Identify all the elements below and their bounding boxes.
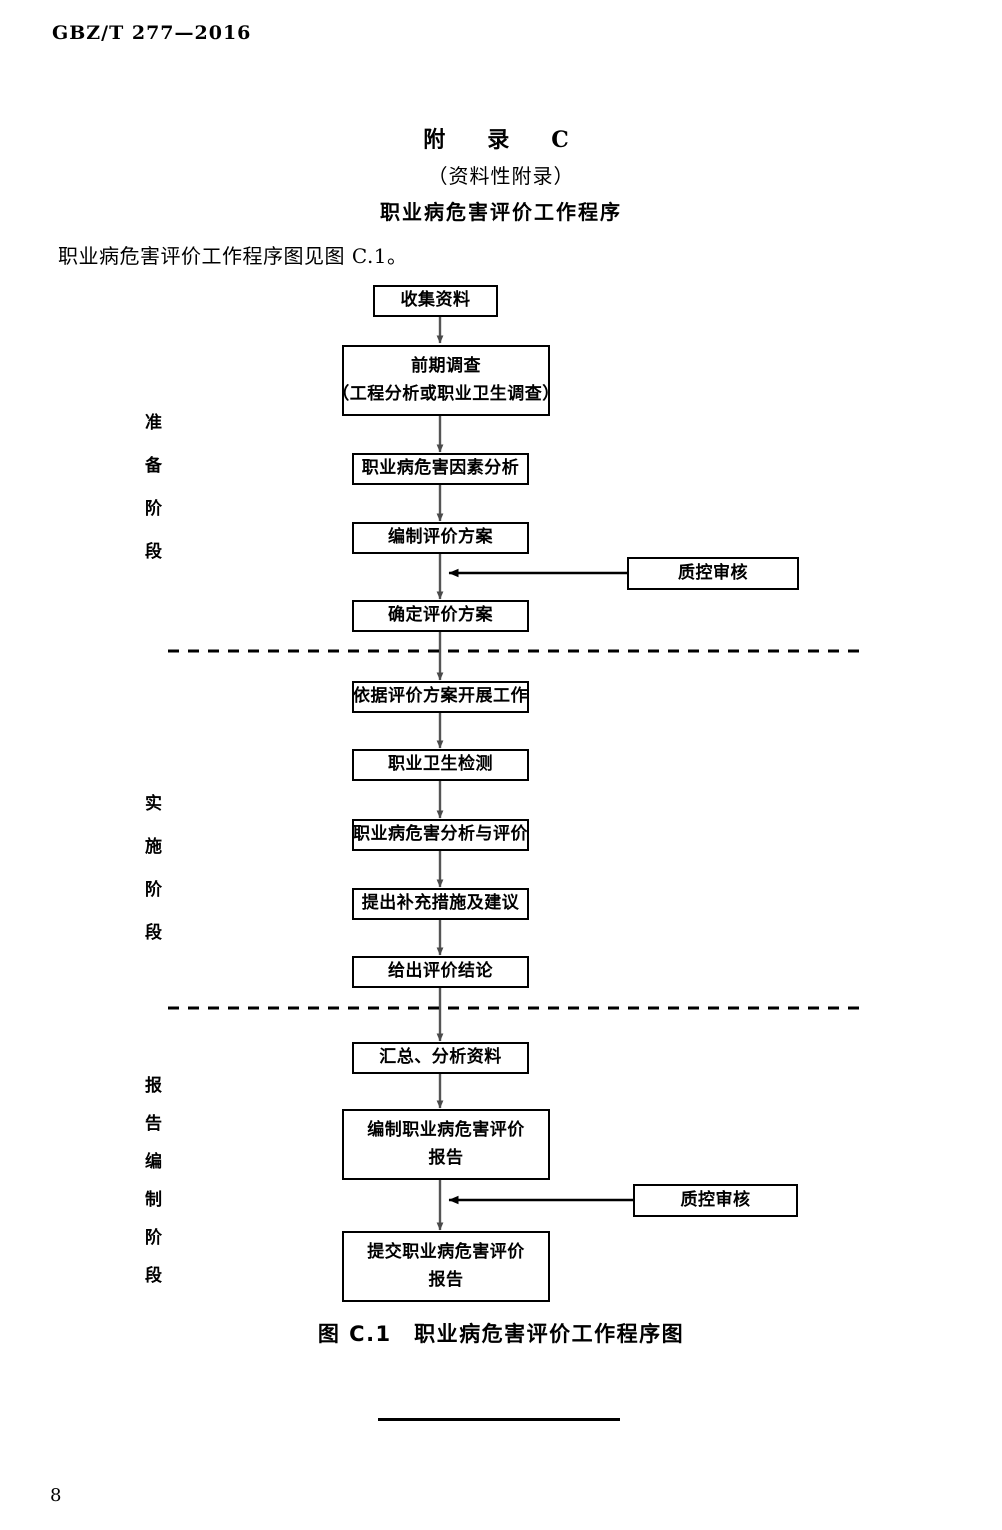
phase-label-reporting: 报 告 编 制 阶 段 — [145, 1078, 162, 1285]
flow-node-line: 职业病危害分析与评价 — [353, 824, 528, 845]
appendix-heading: 职业病危害评价工作程序 — [380, 200, 622, 224]
flow-node-occupational-health-testing: 职业卫生检测 — [352, 749, 529, 781]
figure-caption: 图 C.1 职业病危害评价工作程序图 — [317, 1322, 685, 1346]
page-number: 8 — [50, 1485, 62, 1506]
flow-node-summarize-analyze-data: 汇总、分析资料 — [352, 1042, 529, 1074]
flow-node-line: 给出评价结论 — [388, 961, 493, 982]
appendix-subtitle: （资料性附录） — [427, 164, 575, 188]
flow-node-line: 前期调查 — [411, 356, 481, 377]
flow-node-line: 编制职业病危害评价 — [367, 1120, 525, 1141]
phase-label-char: 阶 — [145, 1228, 162, 1248]
phase-label-char: 段 — [145, 1266, 162, 1286]
flow-node-hazard-factor-analysis: 职业病危害因素分析 — [352, 453, 529, 485]
flow-node-quality-control-review-1: 质控审核 — [627, 557, 799, 590]
flow-node-line: 质控审核 — [680, 1189, 751, 1210]
phase-label-char: 阶 — [145, 499, 162, 519]
phase-label-char: 段 — [145, 542, 162, 562]
flow-node-confirm-evaluation-plan: 确定评价方案 — [352, 600, 529, 632]
flow-node-line: 质控审核 — [678, 562, 748, 583]
phase-label-char: 实 — [145, 794, 162, 814]
flow-node-line: 汇总、分析资料 — [379, 1047, 502, 1068]
flow-node-hazard-analysis-evaluation: 职业病危害分析与评价 — [352, 819, 529, 851]
flow-node-line: 职业病危害因素分析 — [361, 458, 520, 479]
flow-node-line: 提交职业病危害评价 — [367, 1242, 525, 1263]
flow-node-collect-data: 收集资料 — [373, 285, 498, 317]
flow-node-submit-report: 提交职业病危害评价 报告 — [342, 1231, 550, 1302]
flow-node-carry-out-work: 依据评价方案开展工作 — [352, 681, 529, 713]
flow-node-line: 提出补充措施及建议 — [361, 893, 520, 914]
document-header-code: GBZ/T 277—2016 — [52, 22, 252, 44]
flow-node-line: 报告 — [428, 1147, 464, 1168]
flow-node-line: 依据评价方案开展工作 — [353, 686, 528, 707]
phase-label-char: 准 — [145, 413, 162, 433]
flow-node-preliminary-survey: 前期调查 （工程分析或职业卫生调查） — [332, 345, 559, 416]
flow-node-draft-report: 编制职业病危害评价 报告 — [342, 1109, 550, 1180]
flow-node-draft-evaluation-plan: 编制评价方案 — [352, 522, 529, 554]
phase-label-char: 制 — [145, 1190, 162, 1210]
appendix-title: 附 录 C — [423, 127, 579, 153]
phase-label-preparation: 准 备 阶 段 — [145, 415, 162, 561]
flow-node-line: 报告 — [428, 1269, 464, 1290]
phase-label-implementation: 实 施 阶 段 — [145, 796, 162, 942]
intro-paragraph: 职业病危害评价工作程序图见图 C.1。 — [58, 244, 408, 268]
flow-node-line: 确定评价方案 — [388, 605, 493, 626]
flow-node-give-conclusion: 给出评价结论 — [352, 956, 529, 988]
phase-label-char: 阶 — [145, 880, 162, 900]
flow-node-quality-control-review-2: 质控审核 — [633, 1184, 798, 1217]
phase-label-char: 段 — [145, 923, 162, 943]
flow-node-line: 职业卫生检测 — [388, 754, 493, 775]
flow-node-line: （工程分析或职业卫生调查） — [332, 383, 560, 404]
phase-label-char: 告 — [145, 1114, 162, 1134]
phase-label-char: 报 — [145, 1076, 162, 1096]
flow-node-line: 收集资料 — [400, 290, 471, 311]
phase-label-char: 施 — [145, 837, 162, 857]
flow-node-propose-measures: 提出补充措施及建议 — [352, 888, 529, 920]
footer-divider-rule — [378, 1418, 620, 1421]
flow-node-line: 编制评价方案 — [388, 527, 493, 548]
phase-label-char: 编 — [145, 1152, 162, 1172]
phase-label-char: 备 — [145, 456, 162, 476]
